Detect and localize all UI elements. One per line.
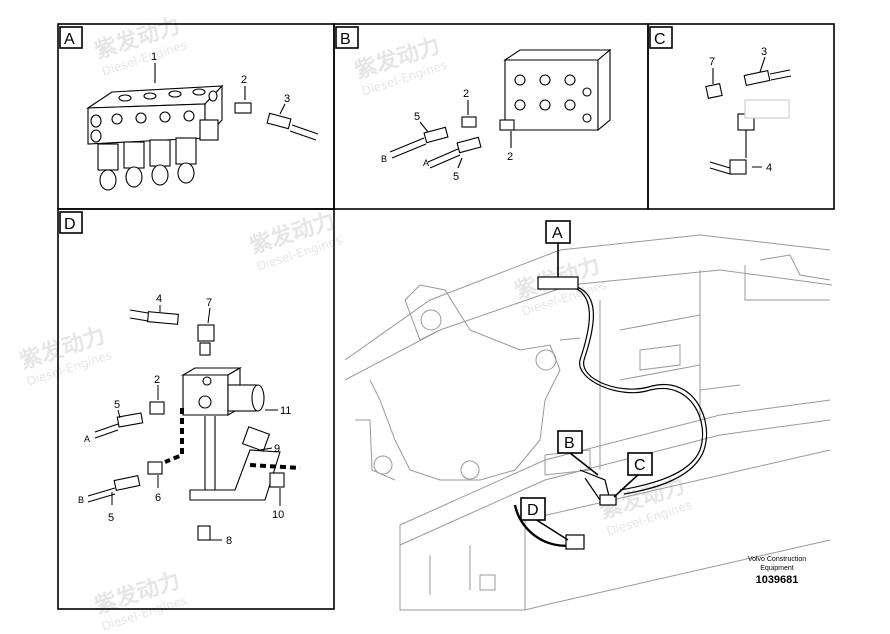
main-marker-c: C bbox=[634, 457, 646, 474]
panel-c-frame bbox=[647, 23, 835, 210]
panel-b-drawing bbox=[389, 48, 612, 169]
callout-c-7: 7 bbox=[709, 56, 715, 68]
main-marker-d: D bbox=[527, 502, 539, 519]
callout-a-2: 2 bbox=[241, 74, 247, 86]
panel-letter-boxes: A B C D bbox=[59, 26, 673, 234]
main-markers bbox=[520, 220, 653, 521]
callout-d-6: 6 bbox=[155, 492, 161, 504]
callout-d-7: 7 bbox=[206, 297, 212, 309]
panel-c-drawing bbox=[705, 56, 792, 175]
callout-a-3: 3 bbox=[284, 93, 290, 105]
hose-end-b-d: B bbox=[78, 495, 84, 505]
main-marker-a: A bbox=[552, 225, 563, 242]
callout-d-10: 10 bbox=[272, 509, 284, 521]
caption-line-2: Equipment bbox=[760, 565, 794, 572]
callout-d-8: 8 bbox=[226, 535, 232, 547]
hose-end-b: B bbox=[381, 154, 387, 164]
caption-line-1: Volvo Construction bbox=[747, 556, 807, 563]
panel-letter-a: A bbox=[64, 31, 75, 48]
panel-d-dashed bbox=[164, 408, 301, 470]
panel-a-drawing bbox=[86, 63, 319, 191]
panel-d-frame bbox=[57, 208, 335, 610]
hose-end-a-d: A bbox=[84, 434, 90, 444]
main-marker-b: B bbox=[564, 435, 575, 452]
callout-d-5a: 5 bbox=[114, 399, 120, 411]
main-frame-drawing bbox=[344, 234, 833, 611]
panel-letter-b: B bbox=[340, 31, 351, 48]
panel-letter-c: C bbox=[654, 31, 666, 48]
callout-d-4: 4 bbox=[156, 293, 162, 305]
panel-letter-d: D bbox=[64, 216, 76, 233]
diagram-number: 1039681 bbox=[755, 574, 799, 586]
main-hoses bbox=[513, 276, 708, 550]
callout-d-11: 11 bbox=[280, 405, 291, 417]
callout-c-4: 4 bbox=[766, 162, 772, 174]
callout-b-2a: 2 bbox=[463, 88, 469, 100]
manufacturer-caption: Volvo Construction Equipment bbox=[722, 555, 832, 573]
callout-c-3: 3 bbox=[761, 46, 767, 58]
callout-d-5b: 5 bbox=[108, 512, 114, 524]
callout-b-5a: 5 bbox=[414, 111, 420, 123]
callout-b-2b: 2 bbox=[507, 151, 513, 163]
panel-d-drawing bbox=[87, 309, 285, 541]
callout-b-5b: 5 bbox=[453, 171, 459, 183]
callout-d-2: 2 bbox=[154, 374, 160, 386]
callout-d-9: 9 bbox=[274, 443, 280, 455]
callout-a-1: 1 bbox=[151, 51, 157, 63]
hose-end-a: A bbox=[423, 158, 429, 168]
